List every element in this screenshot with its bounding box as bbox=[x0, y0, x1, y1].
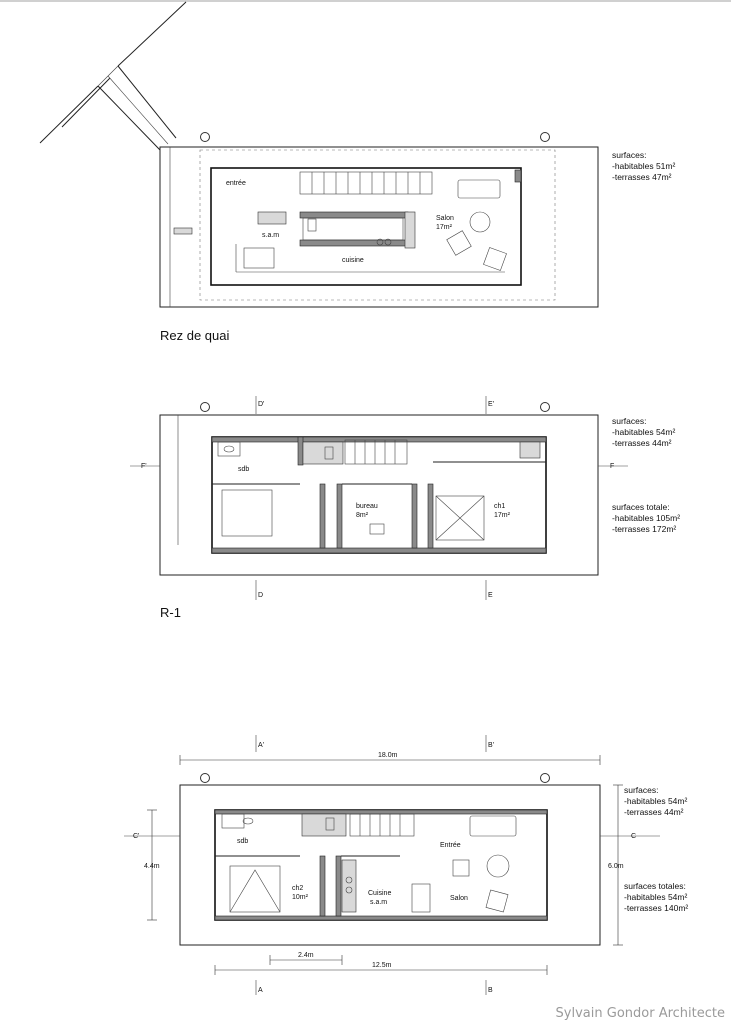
surfaces-habitables: -habitables 54m² bbox=[624, 796, 687, 806]
terrace-outline bbox=[159, 414, 599, 576]
section-markers: D' E' F' F D E bbox=[130, 396, 628, 600]
section-mark: F' bbox=[141, 463, 147, 470]
room-label-cuisine: cuisine bbox=[342, 257, 364, 264]
room-area-bureau: 8m² bbox=[356, 512, 369, 519]
section-mark: B' bbox=[488, 742, 494, 749]
column-marker bbox=[540, 402, 550, 412]
plan-r-1: sdb bureau 8m² ch1 17m² D' E' F' F D E s… bbox=[130, 396, 680, 620]
column-marker bbox=[200, 773, 210, 783]
room-label-sdb: sdb bbox=[238, 466, 249, 473]
surfaces-heading: surfaces: bbox=[612, 416, 647, 426]
section-mark: C' bbox=[133, 833, 139, 840]
column-marker bbox=[200, 402, 210, 412]
surfaces-totals-heading: surfaces totales: bbox=[624, 881, 686, 891]
section-mark: A' bbox=[258, 742, 264, 749]
section-mark: D' bbox=[258, 401, 264, 408]
dimension-house-depth: 4.4m bbox=[144, 863, 160, 870]
house-walls bbox=[210, 167, 522, 286]
plan-title: Rez de quai bbox=[160, 328, 229, 343]
section-mark: E' bbox=[488, 401, 494, 408]
surfaces-heading: surfaces: bbox=[612, 150, 647, 160]
room-label-entree: Entrée bbox=[440, 842, 461, 849]
surfaces-habitables: -habitables 54m² bbox=[612, 427, 675, 437]
room-area-salon: 17m² bbox=[436, 224, 453, 231]
room-area-ch2: 10m² bbox=[292, 894, 309, 901]
plan-level-3: sdb Entrée ch2 10m² Cuisine s.a.m Salon … bbox=[124, 735, 688, 995]
surfaces-totals-terrasses: -terrasses 172m² bbox=[612, 524, 676, 534]
section-mark: C bbox=[631, 833, 636, 840]
surfaces-totals-habitables: -habitables 105m² bbox=[612, 513, 680, 523]
kitchen-core bbox=[235, 211, 505, 273]
dining-table bbox=[243, 247, 275, 269]
room-label-sdb: sdb bbox=[237, 838, 248, 845]
section-markers: A' B' C' C A B bbox=[124, 735, 660, 995]
section-mark: A bbox=[258, 987, 263, 994]
salon-furniture bbox=[446, 179, 507, 271]
section-mark: F bbox=[610, 463, 614, 470]
dimension-segment: 2.4m bbox=[298, 952, 314, 959]
room-label-entree: entrée bbox=[226, 180, 246, 187]
room-label-bureau: bureau bbox=[356, 503, 378, 510]
room-area-ch1: 17m² bbox=[494, 512, 511, 519]
surfaces-terrasses: -terrasses 44m² bbox=[612, 438, 672, 448]
room-label-sam: s.a.m bbox=[262, 232, 279, 239]
surfaces-terrasses: -terrasses 44m² bbox=[624, 807, 684, 817]
architect-signature: Sylvain Gondor Architecte bbox=[556, 1006, 725, 1021]
column-marker bbox=[540, 773, 550, 783]
surfaces-terrasses: -terrasses 47m² bbox=[612, 172, 672, 182]
dimension-total-length: 18.0m bbox=[378, 752, 398, 759]
surfaces-habitables: -habitables 51m² bbox=[612, 161, 675, 171]
room-label-ch2: ch2 bbox=[292, 885, 303, 892]
column-marker bbox=[200, 132, 210, 142]
dimension-house-length: 12.5m bbox=[372, 962, 392, 969]
staircase bbox=[349, 813, 415, 837]
room-label-cuisine: Cuisine bbox=[368, 890, 391, 897]
surfaces-heading: surfaces: bbox=[624, 785, 659, 795]
plan-rez-de-quai: entrée s.a.m Salon 17m² cuisine surfaces… bbox=[0, 0, 731, 343]
column-marker bbox=[540, 132, 550, 142]
room-label-salon: Salon bbox=[436, 215, 454, 222]
terrace-outline bbox=[179, 784, 601, 946]
surfaces-totals-habitables: -habitables 54m² bbox=[624, 892, 687, 902]
staircase bbox=[344, 439, 408, 465]
room-label-sam: s.a.m bbox=[370, 899, 387, 906]
salon-furniture bbox=[452, 815, 517, 913]
room-label-ch1: ch1 bbox=[494, 503, 505, 510]
room-label-salon: Salon bbox=[450, 895, 468, 902]
dimension-terrace-depth: 6.0m bbox=[608, 863, 624, 870]
dimension-lines: 18.0m 4.4m 6.0m 2.4m 12.5m bbox=[144, 752, 624, 975]
access-ramp bbox=[39, 1, 187, 151]
plan-title: R-1 bbox=[160, 605, 181, 620]
section-mark: E bbox=[488, 592, 493, 599]
section-mark: D bbox=[258, 592, 263, 599]
surfaces-totals-heading: surfaces totale: bbox=[612, 502, 670, 512]
surfaces-totals-terrasses: -terrasses 140m² bbox=[624, 903, 688, 913]
house-walls bbox=[211, 436, 547, 554]
terrace-outline bbox=[159, 146, 599, 308]
staircase bbox=[299, 171, 433, 195]
section-mark: B bbox=[488, 987, 493, 994]
